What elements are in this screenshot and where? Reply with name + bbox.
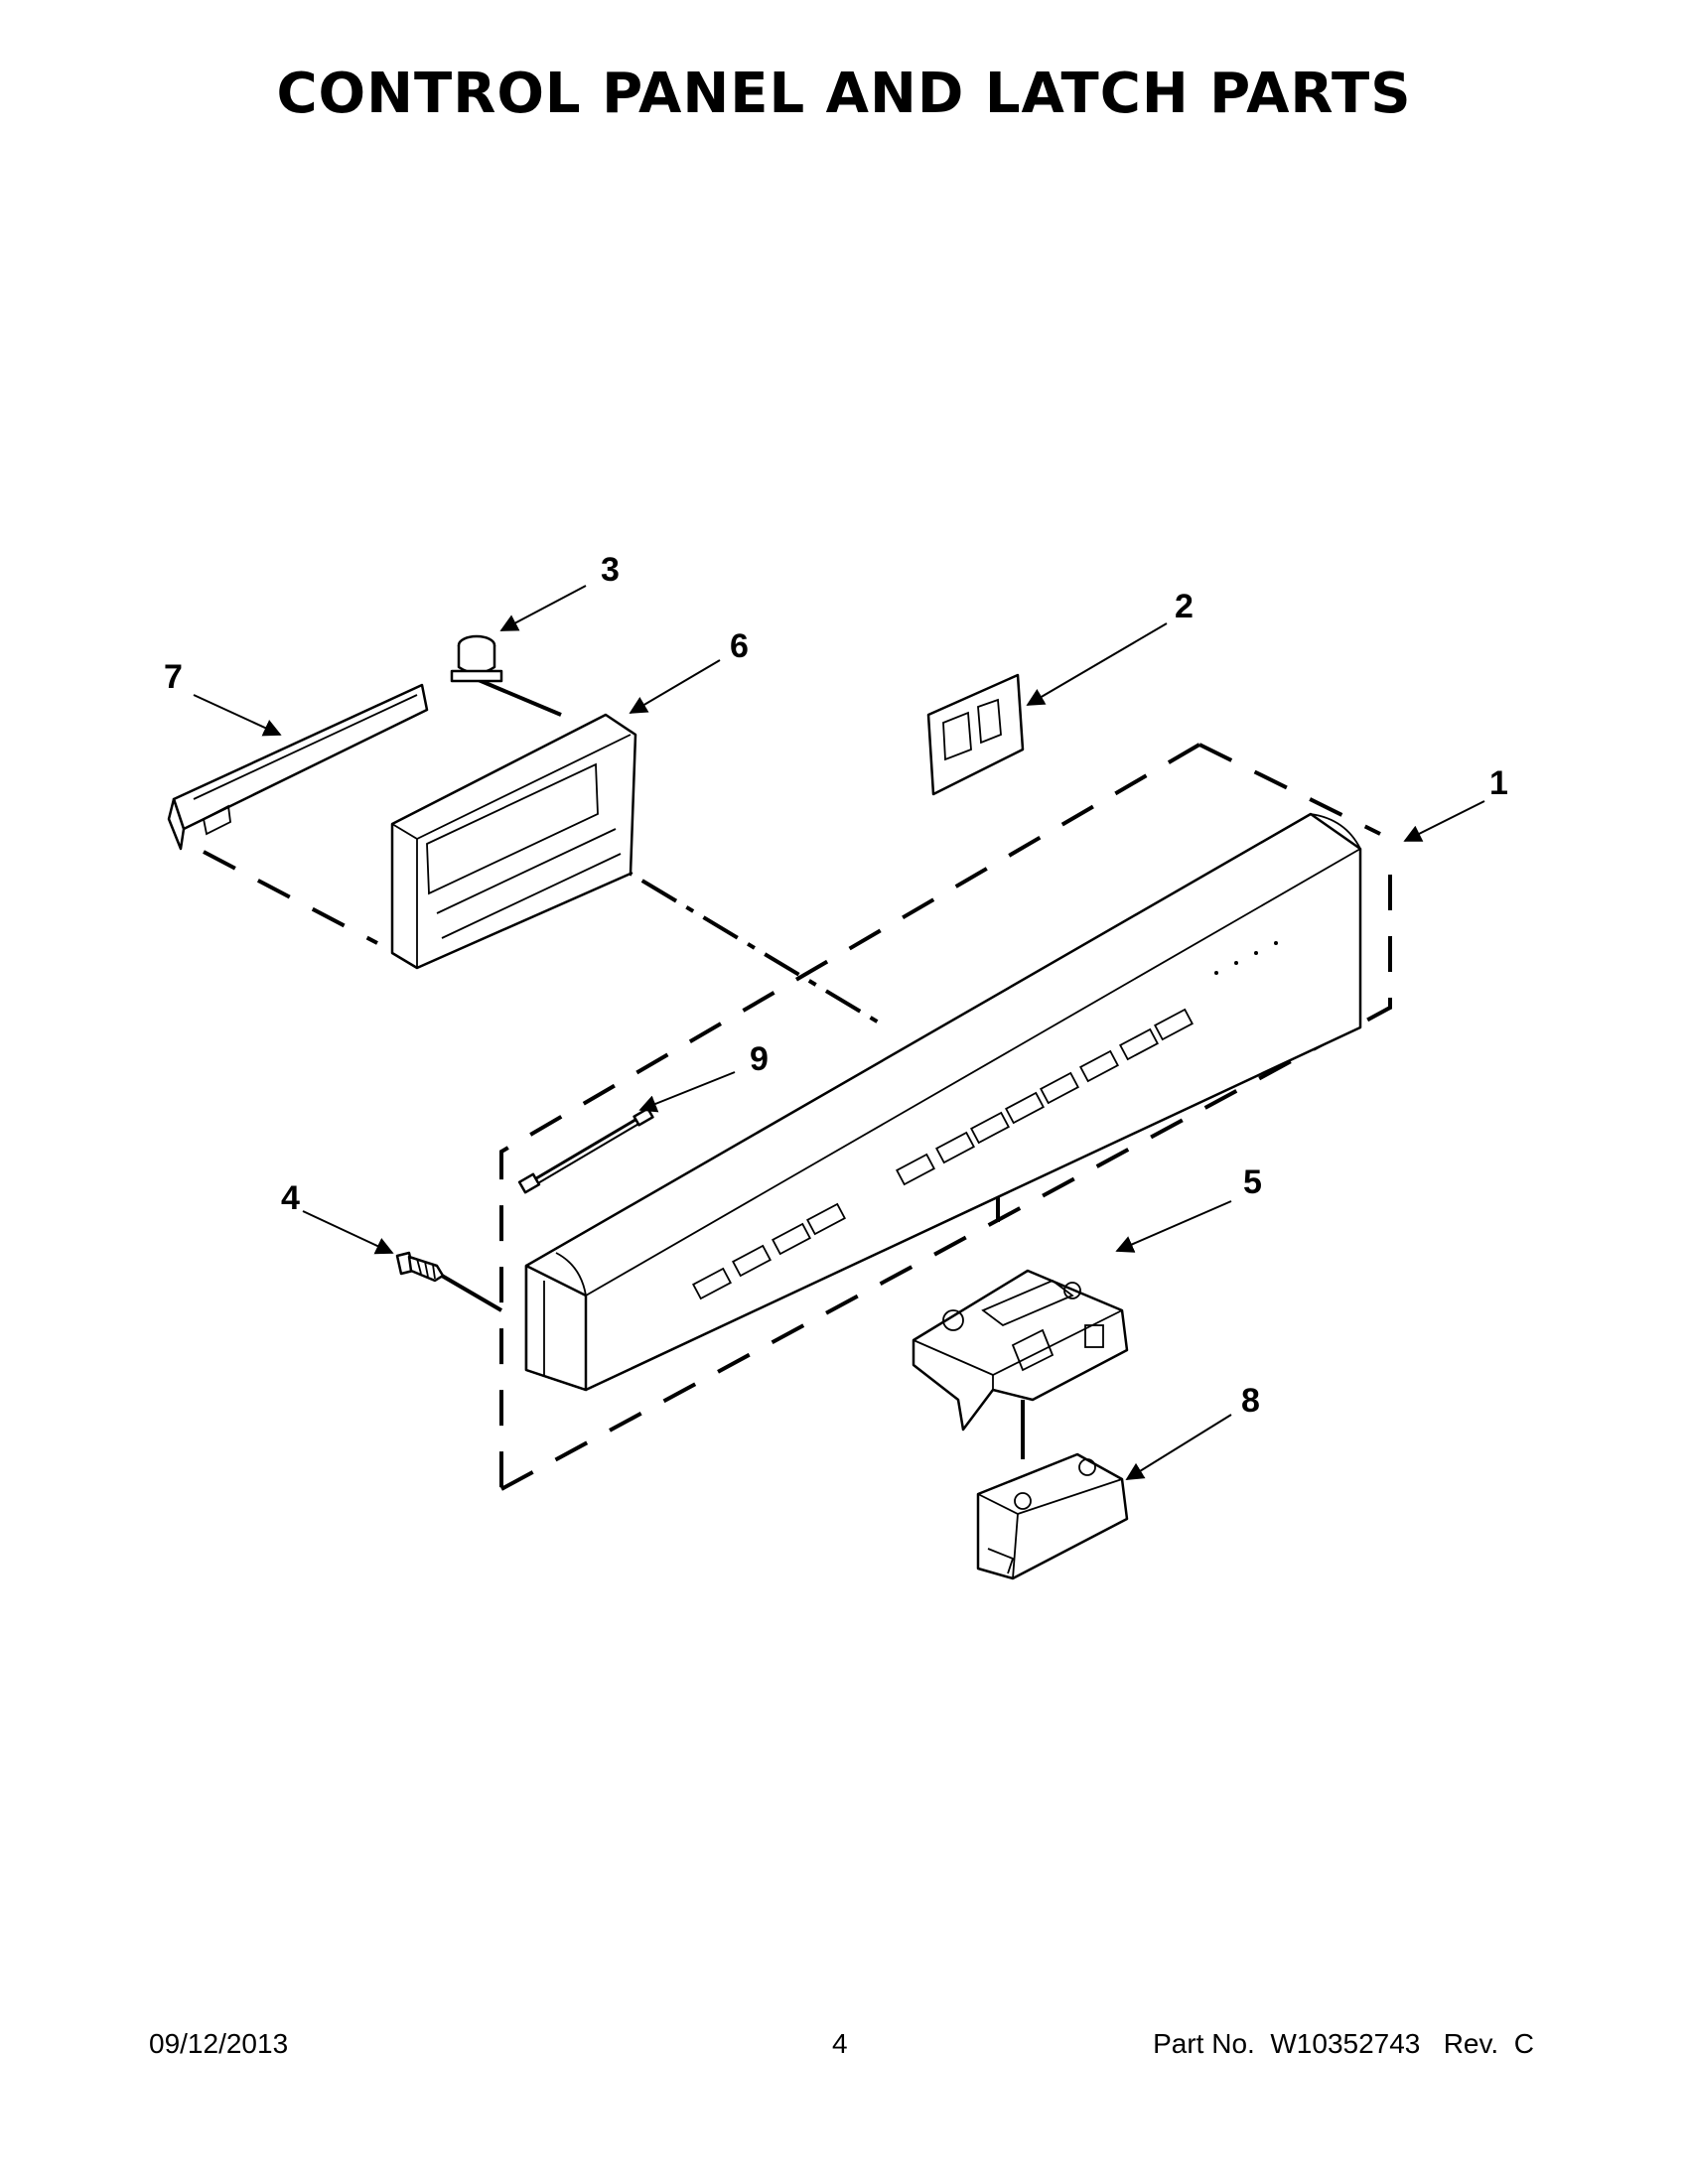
callout-5: 5 (1243, 1163, 1262, 1201)
footer-page-number: 4 (832, 2028, 848, 2059)
page-title: CONTROL PANEL AND LATCH PARTS (276, 62, 1412, 126)
wire-harness (517, 1107, 654, 1194)
callout-leaders (193, 585, 1485, 1480)
latch-handle (976, 1452, 1129, 1580)
callout-6: 6 (730, 627, 749, 665)
footer-date: 09/12/2013 (149, 2028, 289, 2059)
footer-part-number: Part No. W10352743 Rev. C (1153, 2028, 1534, 2059)
user-interface-board (167, 683, 429, 851)
panel-buttons (692, 941, 1278, 1300)
callout-4: 4 (281, 1179, 300, 1217)
control-panel-console (524, 812, 1362, 1392)
panel-bracket (926, 673, 1025, 796)
screw (395, 1251, 445, 1283)
callout-9: 9 (750, 1040, 769, 1078)
callout-1: 1 (1489, 764, 1508, 802)
thermal-fuse (450, 634, 503, 683)
screw-assembly-line (440, 1274, 503, 1312)
callout-8: 8 (1241, 1382, 1260, 1420)
callout-7: 7 (164, 658, 183, 696)
ui-board-assembly-line (203, 850, 378, 945)
door-latch (912, 1269, 1129, 1432)
callout-3: 3 (601, 551, 620, 589)
electronic-control-board (390, 713, 637, 970)
callout-2: 2 (1175, 588, 1194, 625)
